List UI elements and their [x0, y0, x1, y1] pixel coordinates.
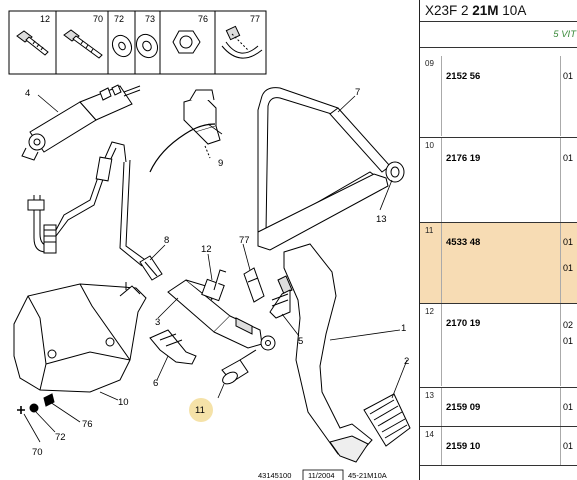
callout-1[interactable]: 1 [401, 323, 406, 334]
pedal-bracket-tube [257, 173, 389, 251]
header-parts-strip [8, 10, 267, 75]
clip-icon [221, 25, 263, 59]
panel-title: X23F 2 21M 10A [425, 3, 527, 18]
divider [420, 222, 577, 223]
callout-3[interactable]: 3 [155, 317, 160, 328]
connector-leader [149, 123, 216, 173]
parts-row-14[interactable]: 14 2159 10 01 [420, 427, 577, 465]
header-part-num-12: 12 [40, 14, 50, 24]
parts-row-13[interactable]: 13 2159 09 01 [420, 388, 577, 426]
row-ref: 4533 48 [446, 237, 481, 248]
callout-4[interactable]: 4 [25, 88, 30, 99]
callout-8[interactable]: 8 [164, 235, 169, 246]
callout-72[interactable]: 72 [55, 432, 66, 443]
fastener-stack [17, 393, 55, 414]
bolt-icon [16, 30, 49, 56]
row-qty: 01 [563, 263, 574, 273]
row-qty: 01 [563, 153, 574, 163]
panel-subtitle: 5 VIT [553, 29, 576, 40]
slave-cylinder [167, 269, 276, 351]
washer-icon [135, 33, 159, 59]
footer-ref: 43145100 [258, 471, 291, 480]
parts-row-10[interactable]: 10 2176 19 01 [420, 138, 577, 222]
row-qty: 01 [563, 402, 574, 412]
callout-2[interactable]: 2 [404, 356, 409, 367]
row-ref: 2152 56 [446, 71, 481, 82]
row-index: 10 [425, 141, 434, 150]
row-ref: 2176 19 [446, 153, 481, 164]
callout-7[interactable]: 7 [355, 87, 360, 98]
header-part-num-76: 76 [198, 14, 208, 24]
pedal-pad [363, 393, 411, 447]
callout-11[interactable]: 11 [195, 405, 205, 416]
row-qty: 01 [563, 237, 574, 247]
row-qty: 01 [563, 441, 574, 451]
nut-icon [172, 30, 201, 54]
parts-row-12[interactable]: 12 2170 19 02 01 [420, 304, 577, 386]
divider [420, 47, 577, 48]
row-index: 09 [425, 59, 434, 68]
parts-row-09[interactable]: 09 2152 56 01 [420, 56, 577, 136]
pedal-housing [13, 282, 147, 393]
callout-5[interactable]: 5 [298, 336, 303, 347]
row-ref: 2159 10 [446, 441, 481, 452]
parts-row-11-selected[interactable]: 11 4533 48 01 01 [420, 223, 577, 303]
header-part-num-73: 73 [145, 14, 155, 24]
bolt-icon [63, 29, 103, 59]
electrical-connector [183, 89, 221, 159]
divider [420, 387, 577, 388]
exploded-parts-diagram: 12 70 72 73 76 77 [8, 10, 411, 480]
row-index: 12 [425, 307, 434, 316]
footer-code: 45-21M10A [348, 471, 387, 480]
retaining-clip [243, 267, 265, 303]
callout-70[interactable]: 70 [32, 447, 43, 458]
callout-leader-lines [23, 94, 408, 443]
row-ref: 2170 19 [446, 318, 481, 329]
row-index: 11 [425, 226, 434, 235]
panel-title-bold: 21M [472, 3, 499, 18]
header-part-num-77: 77 [250, 14, 260, 24]
row-index: 14 [425, 430, 434, 439]
footer-date-box [302, 469, 344, 480]
callout-10[interactable]: 10 [118, 397, 129, 408]
callout-77[interactable]: 77 [239, 235, 250, 246]
divider [420, 137, 577, 138]
divider [420, 426, 577, 427]
row-ref: 2159 09 [446, 402, 481, 413]
callout-9[interactable]: 9 [218, 158, 223, 169]
row-qty: 01 [563, 336, 574, 346]
callout-6[interactable]: 6 [153, 378, 158, 389]
bleed-screw [149, 329, 197, 365]
clutch-pedal-arm [283, 243, 373, 463]
footer-date: 11/2004 [308, 471, 335, 480]
divider [420, 465, 577, 466]
pivot-pin [221, 349, 257, 385]
divider [420, 303, 577, 304]
header-part-num-72: 72 [114, 14, 124, 24]
pipe-fitting [139, 255, 163, 281]
callout-76[interactable]: 76 [82, 419, 93, 430]
row-index: 13 [425, 391, 434, 400]
switch-bolt [269, 275, 293, 319]
hotspot-callout-11[interactable] [189, 398, 213, 422]
row-qty: 01 [563, 71, 574, 81]
callout-13[interactable]: 13 [376, 214, 387, 225]
parts-list-panel: X23F 2 21M 10A 5 VIT 09 2152 56 01 10 21… [419, 0, 577, 480]
callout-12[interactable]: 12 [201, 244, 212, 255]
hydraulic-pipe [27, 141, 149, 267]
clutch-master-cylinder [21, 84, 141, 161]
header-part-num-70: 70 [93, 14, 103, 24]
washer-icon [111, 34, 133, 58]
row-qty: 02 [563, 320, 574, 330]
divider [420, 21, 577, 22]
